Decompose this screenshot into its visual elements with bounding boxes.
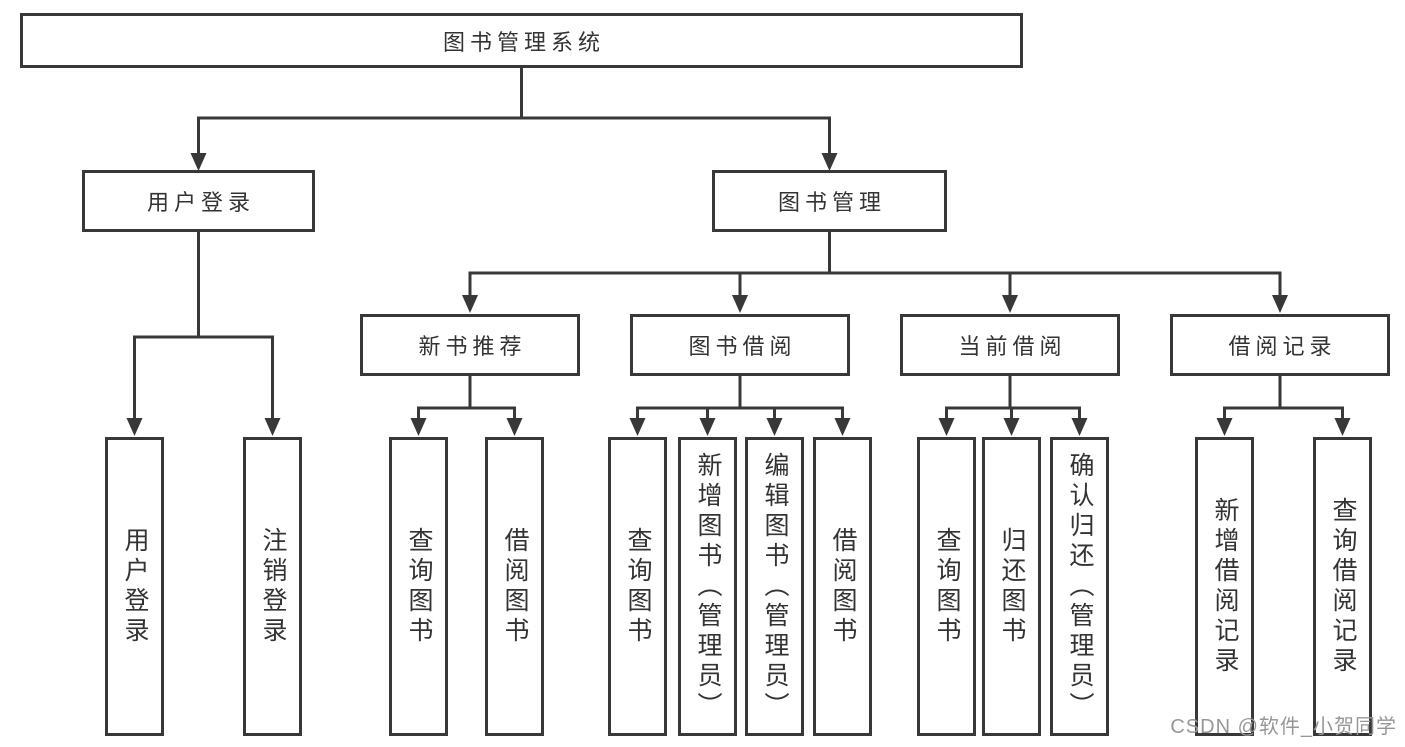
- connector-new-book-to-leaves: [410, 376, 523, 436]
- leaf-label: 借阅图书: [829, 526, 857, 647]
- node-leaf-borrow-book-1: 借阅图书: [485, 437, 544, 736]
- connector-book-management-to-level3: [462, 232, 1288, 313]
- connector-user-login-to-leaves: [126, 232, 281, 436]
- leaf-label: 编辑图书（管理员）: [761, 451, 789, 722]
- node-leaf-return-book: 归还图书: [982, 437, 1041, 736]
- node-leaf-query-book-1: 查询图书: [389, 437, 448, 736]
- node-leaf-edit-book-admin: 编辑图书（管理员）: [745, 437, 804, 736]
- leaf-label: 查询图书: [624, 526, 652, 647]
- node-book-management: 图书管理: [712, 170, 947, 232]
- leaf-label: 用户登录: [121, 526, 149, 647]
- leaf-label: 查询图书: [933, 526, 961, 647]
- node-leaf-user-login: 用户登录: [105, 437, 164, 736]
- node-borrow-record: 借阅记录: [1170, 314, 1390, 376]
- node-user-login: 用户登录: [82, 170, 315, 232]
- csdn-watermark: CSDN @软件_小贺同学: [1170, 716, 1397, 738]
- connector-root-to-level2: [190, 68, 838, 171]
- node-leaf-add-book-admin: 新增图书（管理员）: [678, 437, 737, 736]
- connector-book-borrow-to-leaves: [629, 376, 851, 436]
- leaf-label: 确认归还（管理员）: [1066, 451, 1094, 722]
- leaf-label: 注销登录: [259, 526, 287, 647]
- leaf-label: 新增借阅记录: [1211, 496, 1239, 677]
- node-leaf-logout: 注销登录: [243, 437, 302, 736]
- node-leaf-query-book-3: 查询图书: [917, 437, 976, 736]
- node-leaf-confirm-return-admin: 确认归还（管理员）: [1050, 437, 1109, 736]
- leaf-label: 查询图书: [405, 526, 433, 647]
- leaf-label: 借阅图书: [501, 526, 529, 647]
- node-leaf-add-borrow-record: 新增借阅记录: [1195, 437, 1254, 736]
- node-leaf-query-borrow-record: 查询借阅记录: [1313, 437, 1372, 736]
- node-book-borrow: 图书借阅: [630, 314, 850, 376]
- node-library-management-system: 图书管理系统: [20, 13, 1023, 68]
- connector-current-borrow-to-leaves: [938, 376, 1088, 436]
- node-new-book-recommend: 新书推荐: [360, 314, 580, 376]
- leaf-label: 新增图书（管理员）: [694, 451, 722, 722]
- node-current-borrow: 当前借阅: [900, 314, 1120, 376]
- node-leaf-query-book-2: 查询图书: [608, 437, 667, 736]
- leaf-label: 查询借阅记录: [1329, 496, 1357, 677]
- leaf-label: 归还图书: [998, 526, 1026, 647]
- node-leaf-borrow-book-2: 借阅图书: [813, 437, 872, 736]
- connector-borrow-record-to-leaves: [1216, 376, 1351, 436]
